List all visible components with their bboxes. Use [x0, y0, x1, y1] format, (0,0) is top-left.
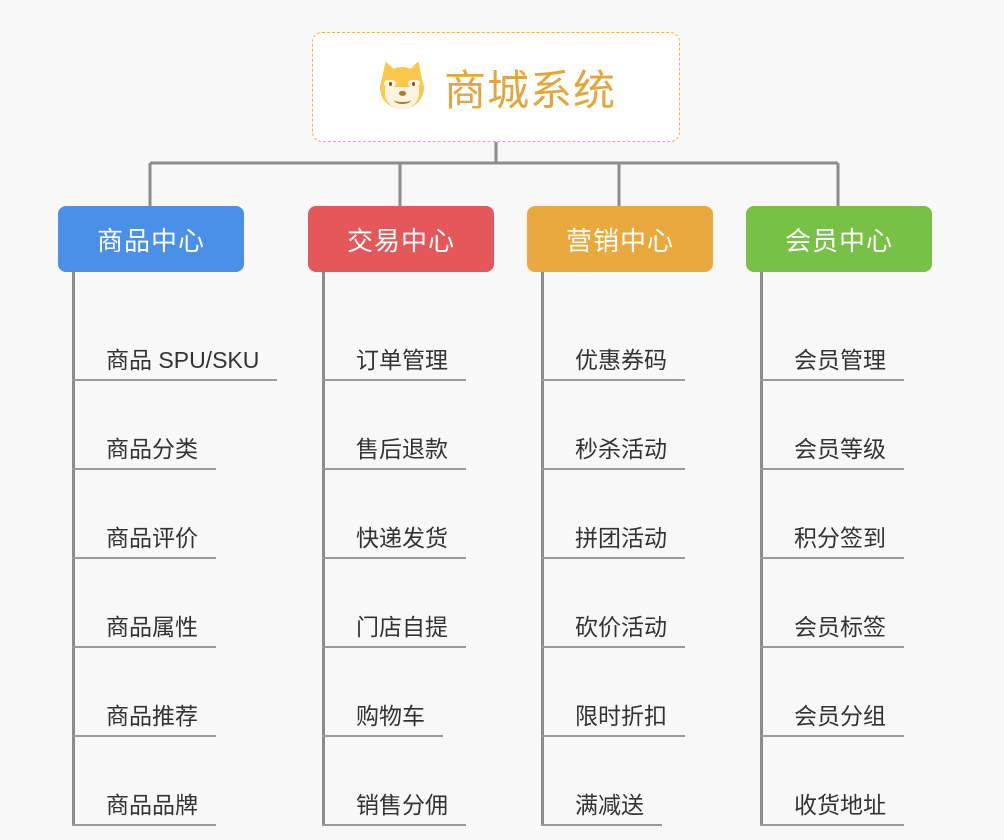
- leaf-item-label: 购物车: [356, 703, 425, 729]
- leaf-item-underline: [72, 379, 278, 381]
- leaf-item-label: 砍价活动: [575, 614, 667, 640]
- leaf-item[interactable]: 会员标签: [746, 559, 932, 648]
- column-spine: [322, 272, 325, 826]
- leaf-item[interactable]: 砍价活动: [527, 559, 713, 648]
- category-column-member-center: 会员中心会员管理会员等级积分签到会员标签会员分组收货地址: [746, 206, 932, 826]
- leaf-item-underline: [541, 824, 662, 826]
- category-header-trade-center[interactable]: 交易中心: [308, 206, 494, 272]
- leaf-item-label: 快递发货: [356, 525, 448, 551]
- leaf-item-label: 门店自提: [356, 614, 448, 640]
- leaf-item-label: 会员管理: [794, 347, 886, 373]
- root-node[interactable]: 商城系统: [312, 32, 680, 142]
- leaf-list-product-center: 商品 SPU/SKU 商品分类商品评价商品属性商品推荐商品品牌: [58, 272, 278, 826]
- leaf-item[interactable]: 售后退款: [308, 381, 494, 470]
- leaf-item[interactable]: 商品分类: [58, 381, 244, 470]
- leaf-item-label: 商品推荐: [106, 703, 198, 729]
- leaf-item-underline: [322, 824, 466, 826]
- category-column-marketing-center: 营销中心优惠券码秒杀活动拼团活动砍价活动限时折扣满减送: [527, 206, 713, 826]
- leaf-item-label: 优惠券码: [575, 347, 667, 373]
- leaf-item-label: 满减送: [575, 792, 644, 818]
- leaf-item-underline: [541, 646, 685, 648]
- leaf-item-underline: [760, 468, 904, 470]
- leaf-list-member-center: 会员管理会员等级积分签到会员标签会员分组收货地址: [746, 272, 932, 826]
- leaf-item[interactable]: 门店自提: [308, 559, 494, 648]
- leaf-item[interactable]: 购物车: [308, 648, 494, 737]
- leaf-item-underline: [322, 646, 466, 648]
- leaf-item-label: 商品属性: [106, 614, 198, 640]
- leaf-list-marketing-center: 优惠券码秒杀活动拼团活动砍价活动限时折扣满减送: [527, 272, 713, 826]
- leaf-item-underline: [760, 824, 904, 826]
- leaf-item[interactable]: 销售分佣: [308, 737, 494, 826]
- leaf-item-underline: [72, 468, 216, 470]
- leaf-item-label: 销售分佣: [356, 792, 448, 818]
- leaf-item[interactable]: 会员分组: [746, 648, 932, 737]
- leaf-item-label: 会员等级: [794, 436, 886, 462]
- leaf-item[interactable]: 优惠券码: [527, 292, 713, 381]
- leaf-item-label: 积分签到: [794, 525, 886, 551]
- leaf-item-underline: [322, 735, 443, 737]
- leaf-item-underline: [541, 468, 685, 470]
- column-spine: [72, 272, 75, 826]
- leaf-item-label: 会员分组: [794, 703, 886, 729]
- leaf-item[interactable]: 商品评价: [58, 470, 244, 559]
- leaf-item-label: 商品品牌: [106, 792, 198, 818]
- leaf-item-underline: [72, 735, 216, 737]
- leaf-item-underline: [760, 557, 904, 559]
- leaf-item-label: 售后退款: [356, 436, 448, 462]
- leaf-item[interactable]: 会员等级: [746, 381, 932, 470]
- leaf-item-label: 收货地址: [794, 792, 886, 818]
- leaf-item-label: 拼团活动: [575, 525, 667, 551]
- category-column-product-center: 商品中心商品 SPU/SKU 商品分类商品评价商品属性商品推荐商品品牌: [58, 206, 278, 826]
- leaf-item[interactable]: 积分签到: [746, 470, 932, 559]
- leaf-item-label: 订单管理: [356, 347, 448, 373]
- shiba-dog-face-icon: [376, 58, 428, 113]
- leaf-item[interactable]: 订单管理: [308, 292, 494, 381]
- leaf-item-underline: [760, 735, 904, 737]
- leaf-item[interactable]: 快递发货: [308, 470, 494, 559]
- leaf-list-trade-center: 订单管理售后退款快递发货门店自提购物车销售分佣: [308, 272, 494, 826]
- leaf-item[interactable]: 商品 SPU/SKU: [58, 292, 278, 381]
- leaf-item-underline: [322, 557, 466, 559]
- leaf-item[interactable]: 商品品牌: [58, 737, 244, 826]
- leaf-item-underline: [541, 735, 685, 737]
- leaf-item-underline: [541, 557, 685, 559]
- leaf-item-label: 商品分类: [106, 436, 198, 462]
- leaf-item[interactable]: 秒杀活动: [527, 381, 713, 470]
- root-title: 商城系统: [443, 66, 616, 114]
- leaf-item[interactable]: 会员管理: [746, 292, 932, 381]
- leaf-item-label: 限时折扣: [575, 703, 667, 729]
- leaf-item-underline: [322, 468, 466, 470]
- leaf-item[interactable]: 商品属性: [58, 559, 244, 648]
- leaf-item-label: 商品 SPU/SKU: [106, 347, 260, 373]
- leaf-item-underline: [72, 824, 216, 826]
- column-spine: [760, 272, 763, 826]
- leaf-item-underline: [760, 379, 904, 381]
- leaf-item-underline: [760, 646, 904, 648]
- column-spine: [541, 272, 544, 826]
- leaf-item-label: 商品评价: [106, 525, 198, 551]
- leaf-item-underline: [72, 646, 216, 648]
- leaf-item-underline: [322, 379, 466, 381]
- leaf-item[interactable]: 收货地址: [746, 737, 932, 826]
- leaf-item[interactable]: 满减送: [527, 737, 713, 826]
- leaf-item[interactable]: 限时折扣: [527, 648, 713, 737]
- leaf-item-underline: [72, 557, 216, 559]
- leaf-item[interactable]: 商品推荐: [58, 648, 244, 737]
- category-header-member-center[interactable]: 会员中心: [746, 206, 932, 272]
- leaf-item-underline: [541, 379, 685, 381]
- category-header-product-center[interactable]: 商品中心: [58, 206, 244, 272]
- category-column-trade-center: 交易中心订单管理售后退款快递发货门店自提购物车销售分佣: [308, 206, 494, 826]
- leaf-item[interactable]: 拼团活动: [527, 470, 713, 559]
- category-header-marketing-center[interactable]: 营销中心: [527, 206, 713, 272]
- leaf-item-label: 秒杀活动: [575, 436, 667, 462]
- leaf-item-label: 会员标签: [794, 614, 886, 640]
